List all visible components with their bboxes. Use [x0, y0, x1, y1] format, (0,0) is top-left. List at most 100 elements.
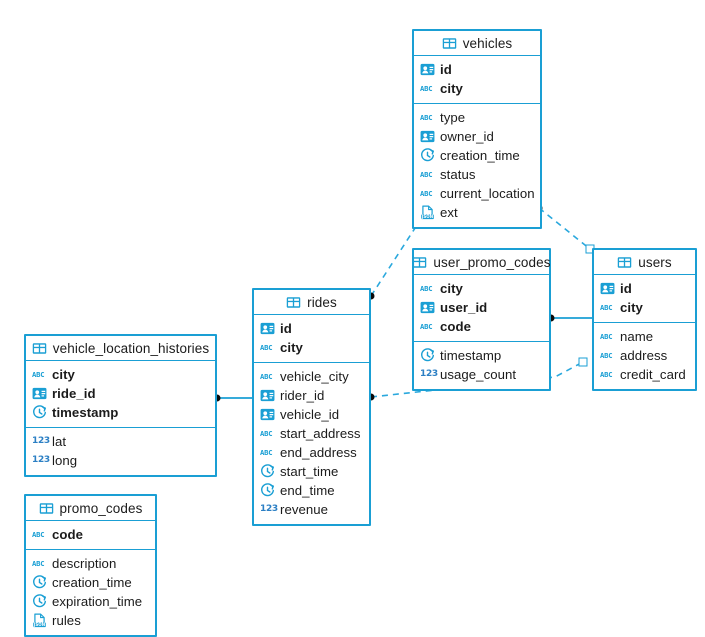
clock-icon [420, 348, 435, 363]
clock-icon [32, 405, 47, 420]
abc-text-icon: ABC [32, 559, 45, 568]
column-row[interactable]: creation_time [26, 573, 155, 592]
column-name: city [440, 281, 463, 296]
column-name: type [440, 110, 466, 125]
id-card-icon [260, 321, 275, 336]
column-name: vehicle_city [280, 369, 349, 384]
primary-key-row[interactable]: id [594, 279, 695, 298]
column-name: timestamp [440, 348, 502, 363]
primary-key-row[interactable]: ride_id [26, 384, 215, 403]
column-row[interactable]: owner_id [414, 127, 540, 146]
primary-key-row[interactable]: user_id [414, 298, 549, 317]
primary-key-row[interactable]: timestamp [26, 403, 215, 422]
column-name: owner_id [440, 129, 494, 144]
table-title: user_promo_codes [433, 254, 551, 270]
column-name: city [52, 367, 75, 382]
clock-icon [32, 594, 47, 609]
column-row[interactable]: rider_id [254, 386, 369, 405]
column-name: description [52, 556, 117, 571]
123-number-icon: 123 [32, 455, 50, 465]
column-name: lat [52, 434, 67, 449]
column-row[interactable]: JSON ext [414, 203, 540, 222]
column-name: rider_id [280, 388, 325, 403]
table-title: users [638, 254, 672, 270]
primary-key-row[interactable]: ABC city [414, 279, 549, 298]
table-grid-icon [617, 255, 632, 270]
column-name: name [620, 329, 654, 344]
column-name: vehicle_id [280, 407, 340, 422]
column-name: code [52, 527, 83, 542]
edge-endpoint-dot [367, 393, 375, 401]
column-section: ABC description creation_time expiration_ti… [26, 550, 155, 635]
primary-key-row[interactable]: id [254, 319, 369, 338]
column-row[interactable]: start_time [254, 462, 369, 481]
column-name: creation_time [440, 148, 520, 163]
column-row[interactable]: end_time [254, 481, 369, 500]
column-name: start_time [280, 464, 339, 479]
column-row[interactable]: ABC description [26, 554, 155, 573]
json-doc-icon: JSON [420, 205, 435, 220]
column-name: expiration_time [52, 594, 143, 609]
table-grid-icon [442, 36, 457, 51]
column-row[interactable]: vehicle_id [254, 405, 369, 424]
abc-text-icon: ABC [420, 284, 433, 293]
123-number-icon: 123 [260, 504, 278, 514]
column-row[interactable]: creation_time [414, 146, 540, 165]
abc-text-icon: ABC [260, 448, 273, 457]
table-grid-icon [286, 295, 301, 310]
column-row[interactable]: expiration_time [26, 592, 155, 611]
column-name: id [440, 62, 452, 77]
id-card-icon [260, 407, 275, 422]
123-number-icon: 123 [420, 369, 438, 379]
table-header[interactable]: rides [254, 290, 369, 315]
abc-text-icon: ABC [600, 370, 613, 379]
clock-icon [32, 575, 47, 590]
table-header[interactable]: users [594, 250, 695, 275]
table-header[interactable]: user_promo_codes [413, 250, 551, 275]
table-header[interactable]: vehicles [414, 31, 540, 56]
table-header[interactable]: vehicle_location_histories [26, 336, 215, 361]
column-name: start_address [280, 426, 361, 441]
clock-icon [420, 148, 435, 163]
column-row[interactable]: timestamp [414, 346, 549, 365]
abc-text-icon: ABC [32, 370, 45, 379]
primary-key-row[interactable]: id [414, 60, 540, 79]
column-name: ext [440, 205, 458, 220]
svg-text:JSON: JSON [421, 214, 433, 219]
column-name: long [52, 453, 78, 468]
primary-key-row[interactable]: ABC city [26, 365, 215, 384]
table-header[interactable]: promo_codes [26, 496, 155, 521]
